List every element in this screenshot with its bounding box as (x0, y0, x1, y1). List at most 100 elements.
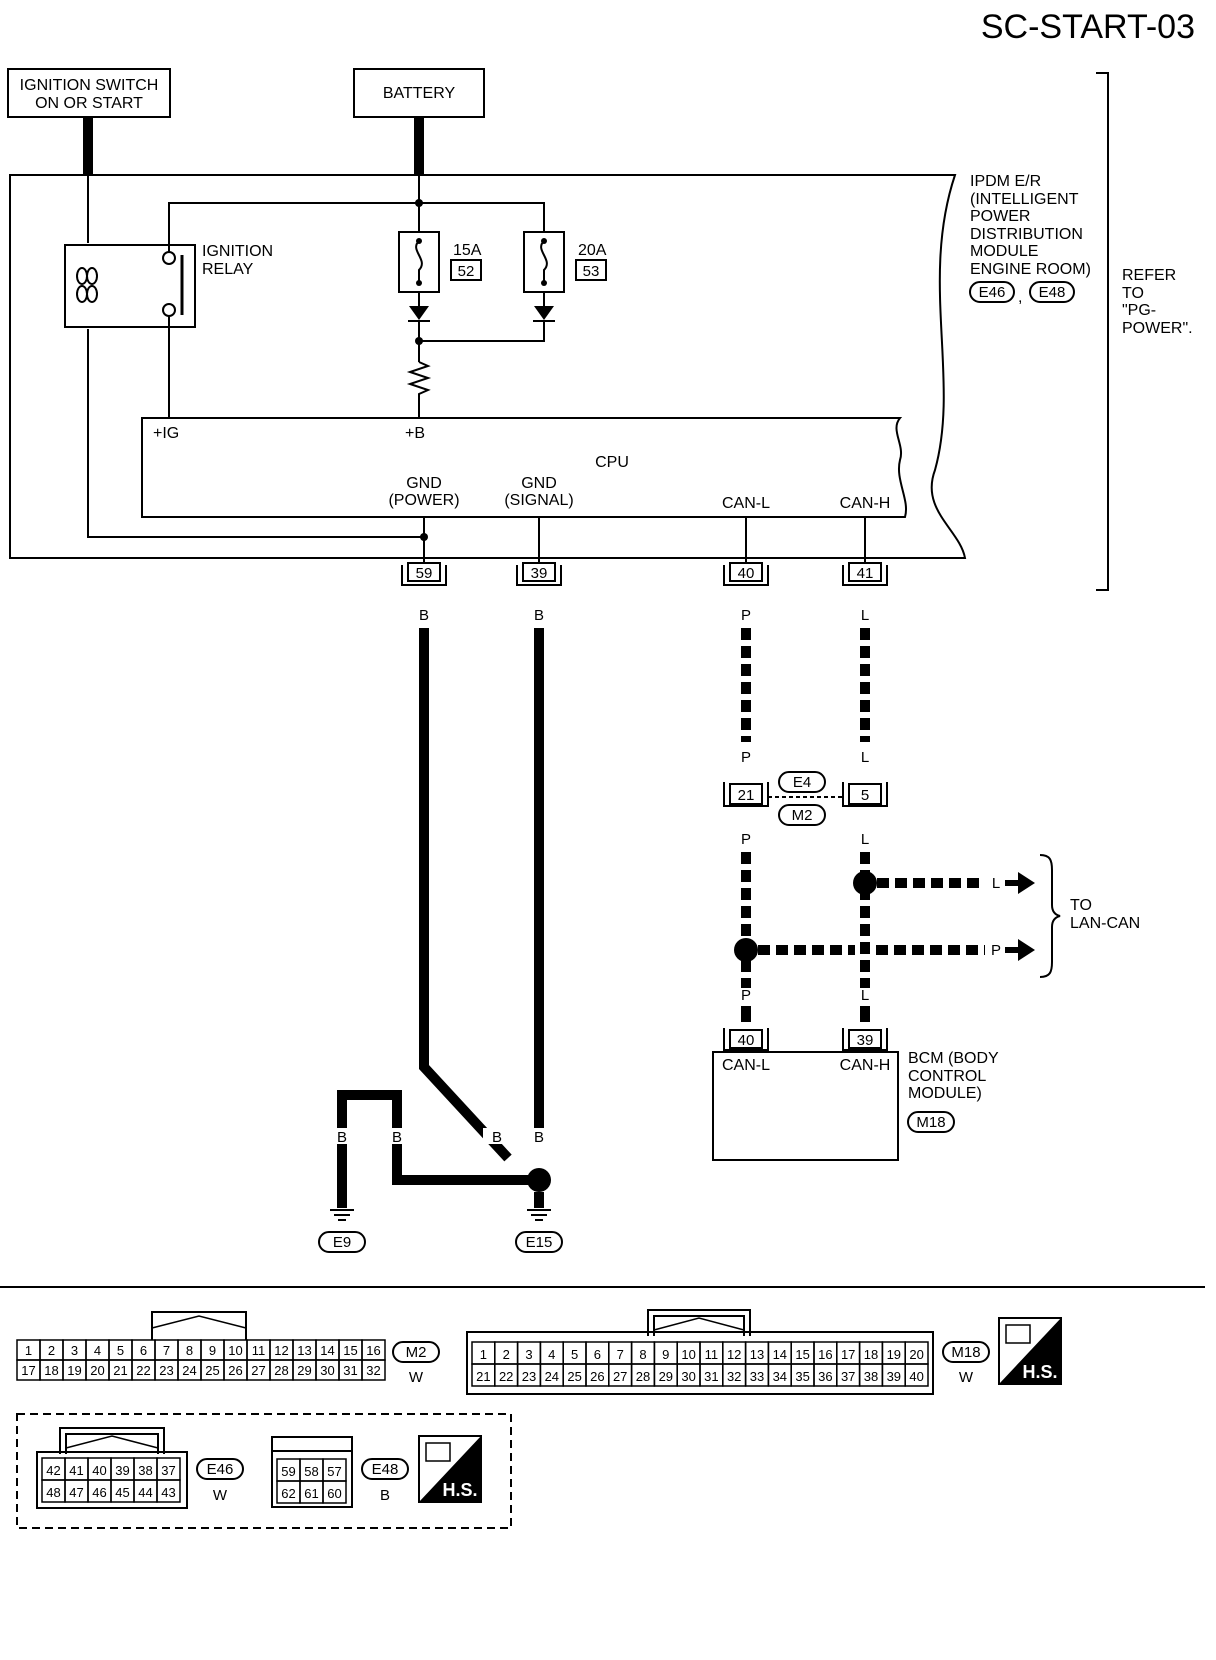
pin-number: 1 (480, 1347, 487, 1362)
pin-number: 17 (841, 1347, 855, 1362)
pin-number: 25 (205, 1363, 219, 1378)
pin-number: 23 (159, 1363, 173, 1378)
cpu-plus-b: +B (405, 425, 425, 442)
ground-e9-label: E9 (333, 1234, 351, 1251)
pin-number: 5 (117, 1343, 124, 1358)
wire-color-p-4: P (741, 987, 751, 1004)
lan-can-label-1: TO (1070, 897, 1092, 914)
pin-number: 2 (48, 1343, 55, 1358)
pin-number: 10 (228, 1343, 242, 1358)
relay-label-2: RELAY (202, 261, 254, 278)
cpu-can-h: CAN-H (840, 495, 891, 512)
fuse2-number: 53 (583, 263, 600, 280)
pin-number: 22 (136, 1363, 150, 1378)
cpu-gnd-signal-1: GND (521, 475, 557, 492)
pin-number: 27 (251, 1363, 265, 1378)
pin-number: 36 (818, 1369, 832, 1384)
refer-label-1: REFER (1122, 267, 1176, 284)
pin-number: 4 (548, 1347, 555, 1362)
ground-e15-label: E15 (526, 1234, 553, 1251)
lan-wire-color-l: L (992, 875, 1000, 892)
pin-number: 43 (161, 1485, 175, 1500)
pin-number: 10 (681, 1347, 695, 1362)
fuse1-number: 52 (458, 263, 475, 280)
can-wires: P L P L 21 5 E4 M2 P L L P P L (723, 607, 1061, 1022)
pin-number: 8 (186, 1343, 193, 1358)
pin-number: 26 (228, 1363, 242, 1378)
ipdm-connector-e48: E48 (1039, 284, 1066, 301)
wire-color-p-2: P (741, 749, 751, 766)
ipdm-label-2: (INTELLIGENT (970, 191, 1079, 208)
ground-e9: E9 (318, 1209, 366, 1253)
wire-color-b-1: B (419, 607, 429, 624)
pin-number: 15 (343, 1343, 357, 1358)
bcm-connector-m18: M18 (916, 1114, 945, 1131)
relay-label-1: IGNITION (202, 243, 273, 260)
pin-number: 59 (281, 1464, 295, 1479)
joint-pin-21: 21 (738, 787, 755, 804)
cpu-gnd-power-1: GND (406, 475, 442, 492)
terminal-40-label: 40 (738, 565, 755, 582)
cpu-can-l: CAN-L (722, 495, 770, 512)
pin-number: 5 (571, 1347, 578, 1362)
pin-number: 21 (113, 1363, 127, 1378)
bcm-module: 40 39 CAN-L CAN-H BCM (BODY CONTROL MODU… (712, 1028, 999, 1161)
pin-number: 17 (21, 1363, 35, 1378)
pin-number: 22 (499, 1369, 513, 1384)
pin-number: 23 (522, 1369, 536, 1384)
pin-number: 31 (343, 1363, 357, 1378)
refer-label: REFER TO "PG- POWER". (1122, 267, 1193, 337)
e48-color: B (380, 1487, 390, 1504)
pin-number: 11 (252, 1343, 266, 1358)
pin-number: 60 (327, 1486, 341, 1501)
battery-box: BATTERY (353, 68, 485, 118)
ipdm-label: IPDM E/R (INTELLIGENT POWER DISTRIBUTION… (969, 173, 1091, 306)
pin-number: 3 (525, 1347, 532, 1362)
hs-badge-1-label: H.S. (1022, 1362, 1057, 1382)
pin-number: 14 (773, 1347, 787, 1362)
pin-number: 37 (841, 1369, 855, 1384)
pin-number: 26 (590, 1369, 604, 1384)
pin-number: 12 (274, 1343, 288, 1358)
bcm-label-1: BCM (BODY (908, 1050, 999, 1067)
pin-cell (156, 1479, 181, 1503)
pin-number: 19 (67, 1363, 81, 1378)
pin-number: 40 (909, 1369, 923, 1384)
joint-connector-m2: M2 (792, 807, 813, 824)
pin-number: 24 (182, 1363, 196, 1378)
e48-name: E48 (372, 1461, 399, 1478)
pin-number: 48 (46, 1485, 60, 1500)
pin-number: 7 (617, 1347, 624, 1362)
pin-number: 39 (887, 1369, 901, 1384)
fuse1-amp: 15A (453, 242, 482, 259)
pin-number: 6 (140, 1343, 147, 1358)
wire-color-b-3: B (337, 1129, 347, 1146)
pin-number: 58 (304, 1464, 318, 1479)
diodes-resistor (406, 292, 555, 418)
joint-connector-e4: E4 (793, 774, 811, 791)
m18-name: M18 (951, 1344, 980, 1361)
pin-number: 24 (545, 1369, 559, 1384)
joint-pin-5: 5 (861, 787, 869, 804)
wire-color-b-2: B (534, 607, 544, 624)
pin-number: 9 (209, 1343, 216, 1358)
ipdm-label-5: MODULE (970, 243, 1038, 260)
pin-number: 38 (138, 1463, 152, 1478)
pin-number: 8 (639, 1347, 646, 1362)
pin-number: 32 (366, 1363, 380, 1378)
pin-number: 16 (818, 1347, 832, 1362)
terminal-39-label: 39 (531, 565, 548, 582)
bcm-pin-40: 40 (738, 1032, 755, 1049)
cpu-gnd-signal-2: (SIGNAL) (504, 492, 573, 509)
ipdm-connector-sep: , (1018, 289, 1022, 306)
pin-number: 38 (864, 1369, 878, 1384)
pin-number: 29 (297, 1363, 311, 1378)
pin-number: 3 (71, 1343, 78, 1358)
pin-number: 20 (909, 1347, 923, 1362)
wire-color-p-1: P (741, 607, 751, 624)
pin-number: 4 (94, 1343, 101, 1358)
